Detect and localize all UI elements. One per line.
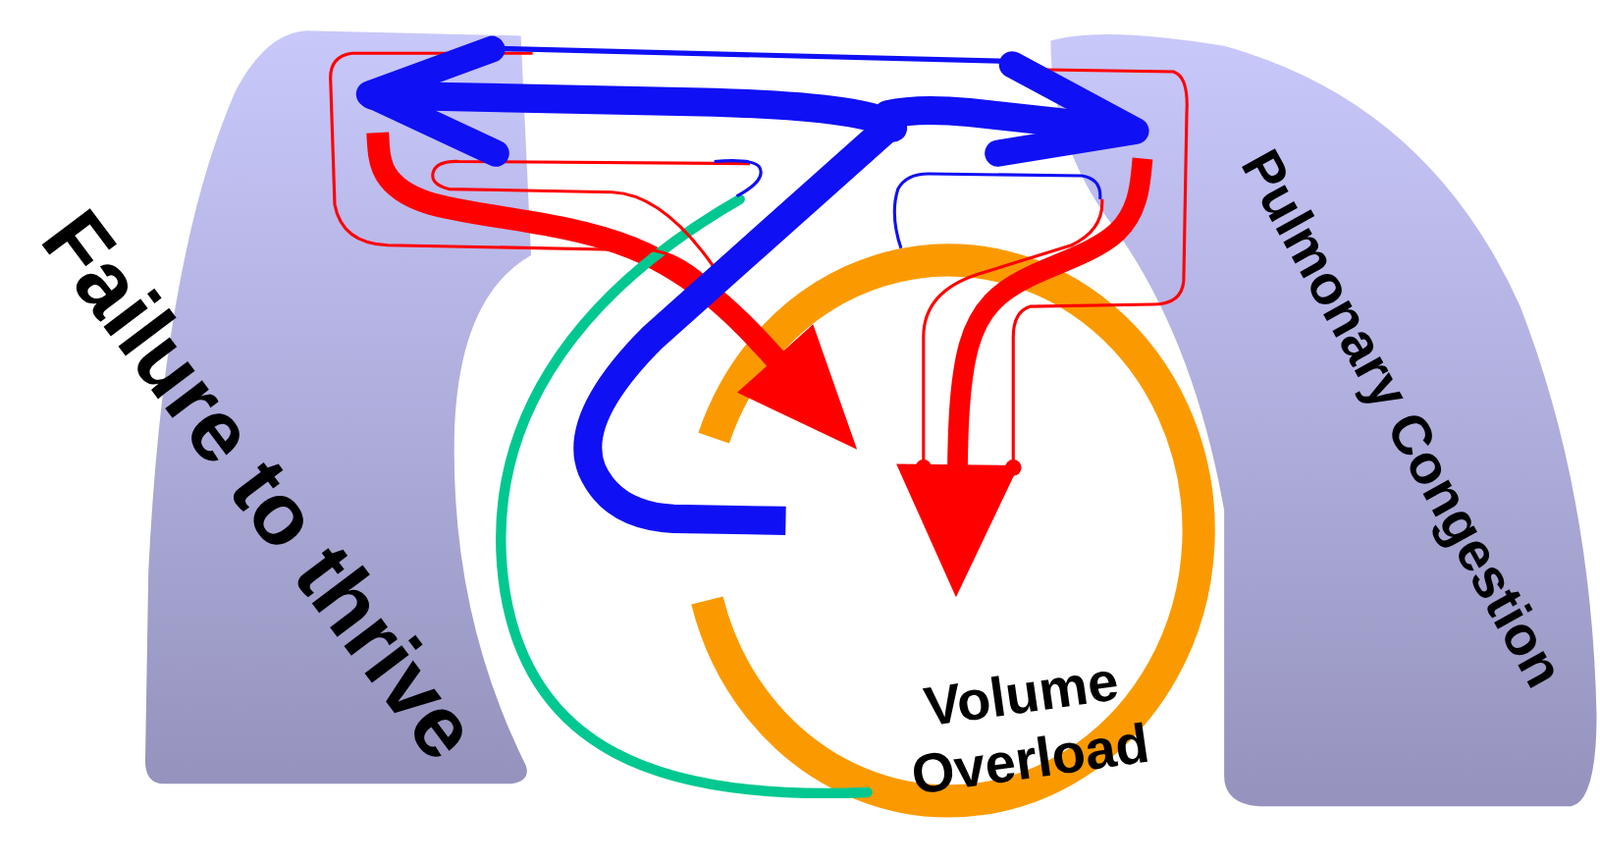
node-label: Volume Overload <box>864 640 1187 814</box>
lung-region: Pulmonary Congestion <box>1040 25 1600 811</box>
shunt-arrow-body <box>587 127 889 521</box>
text-holder: Volume Overload <box>864 640 1187 814</box>
flow-arrow <box>896 159 1143 598</box>
thin-flow-line <box>491 48 1015 62</box>
lung-region-shape <box>1040 25 1600 811</box>
arrow-head <box>737 323 857 450</box>
heart-chamber: Volume Overload <box>678 239 1220 822</box>
thin-flow-line <box>714 160 761 197</box>
flow-outline-end <box>1005 459 1022 477</box>
text-holder: Pulmonary Congestion <box>1227 138 1579 698</box>
node-label: Failure to thrive <box>19 190 500 780</box>
thin-flow-line <box>894 173 1101 249</box>
text-holder: Failure to thrive <box>19 190 500 780</box>
arrow-head <box>896 463 1019 597</box>
flow-outline-end <box>914 459 932 477</box>
node-label: Pulmonary Congestion <box>1227 138 1579 698</box>
lung-region: Failure to thrive <box>143 25 541 790</box>
flow-outline <box>923 199 1103 465</box>
